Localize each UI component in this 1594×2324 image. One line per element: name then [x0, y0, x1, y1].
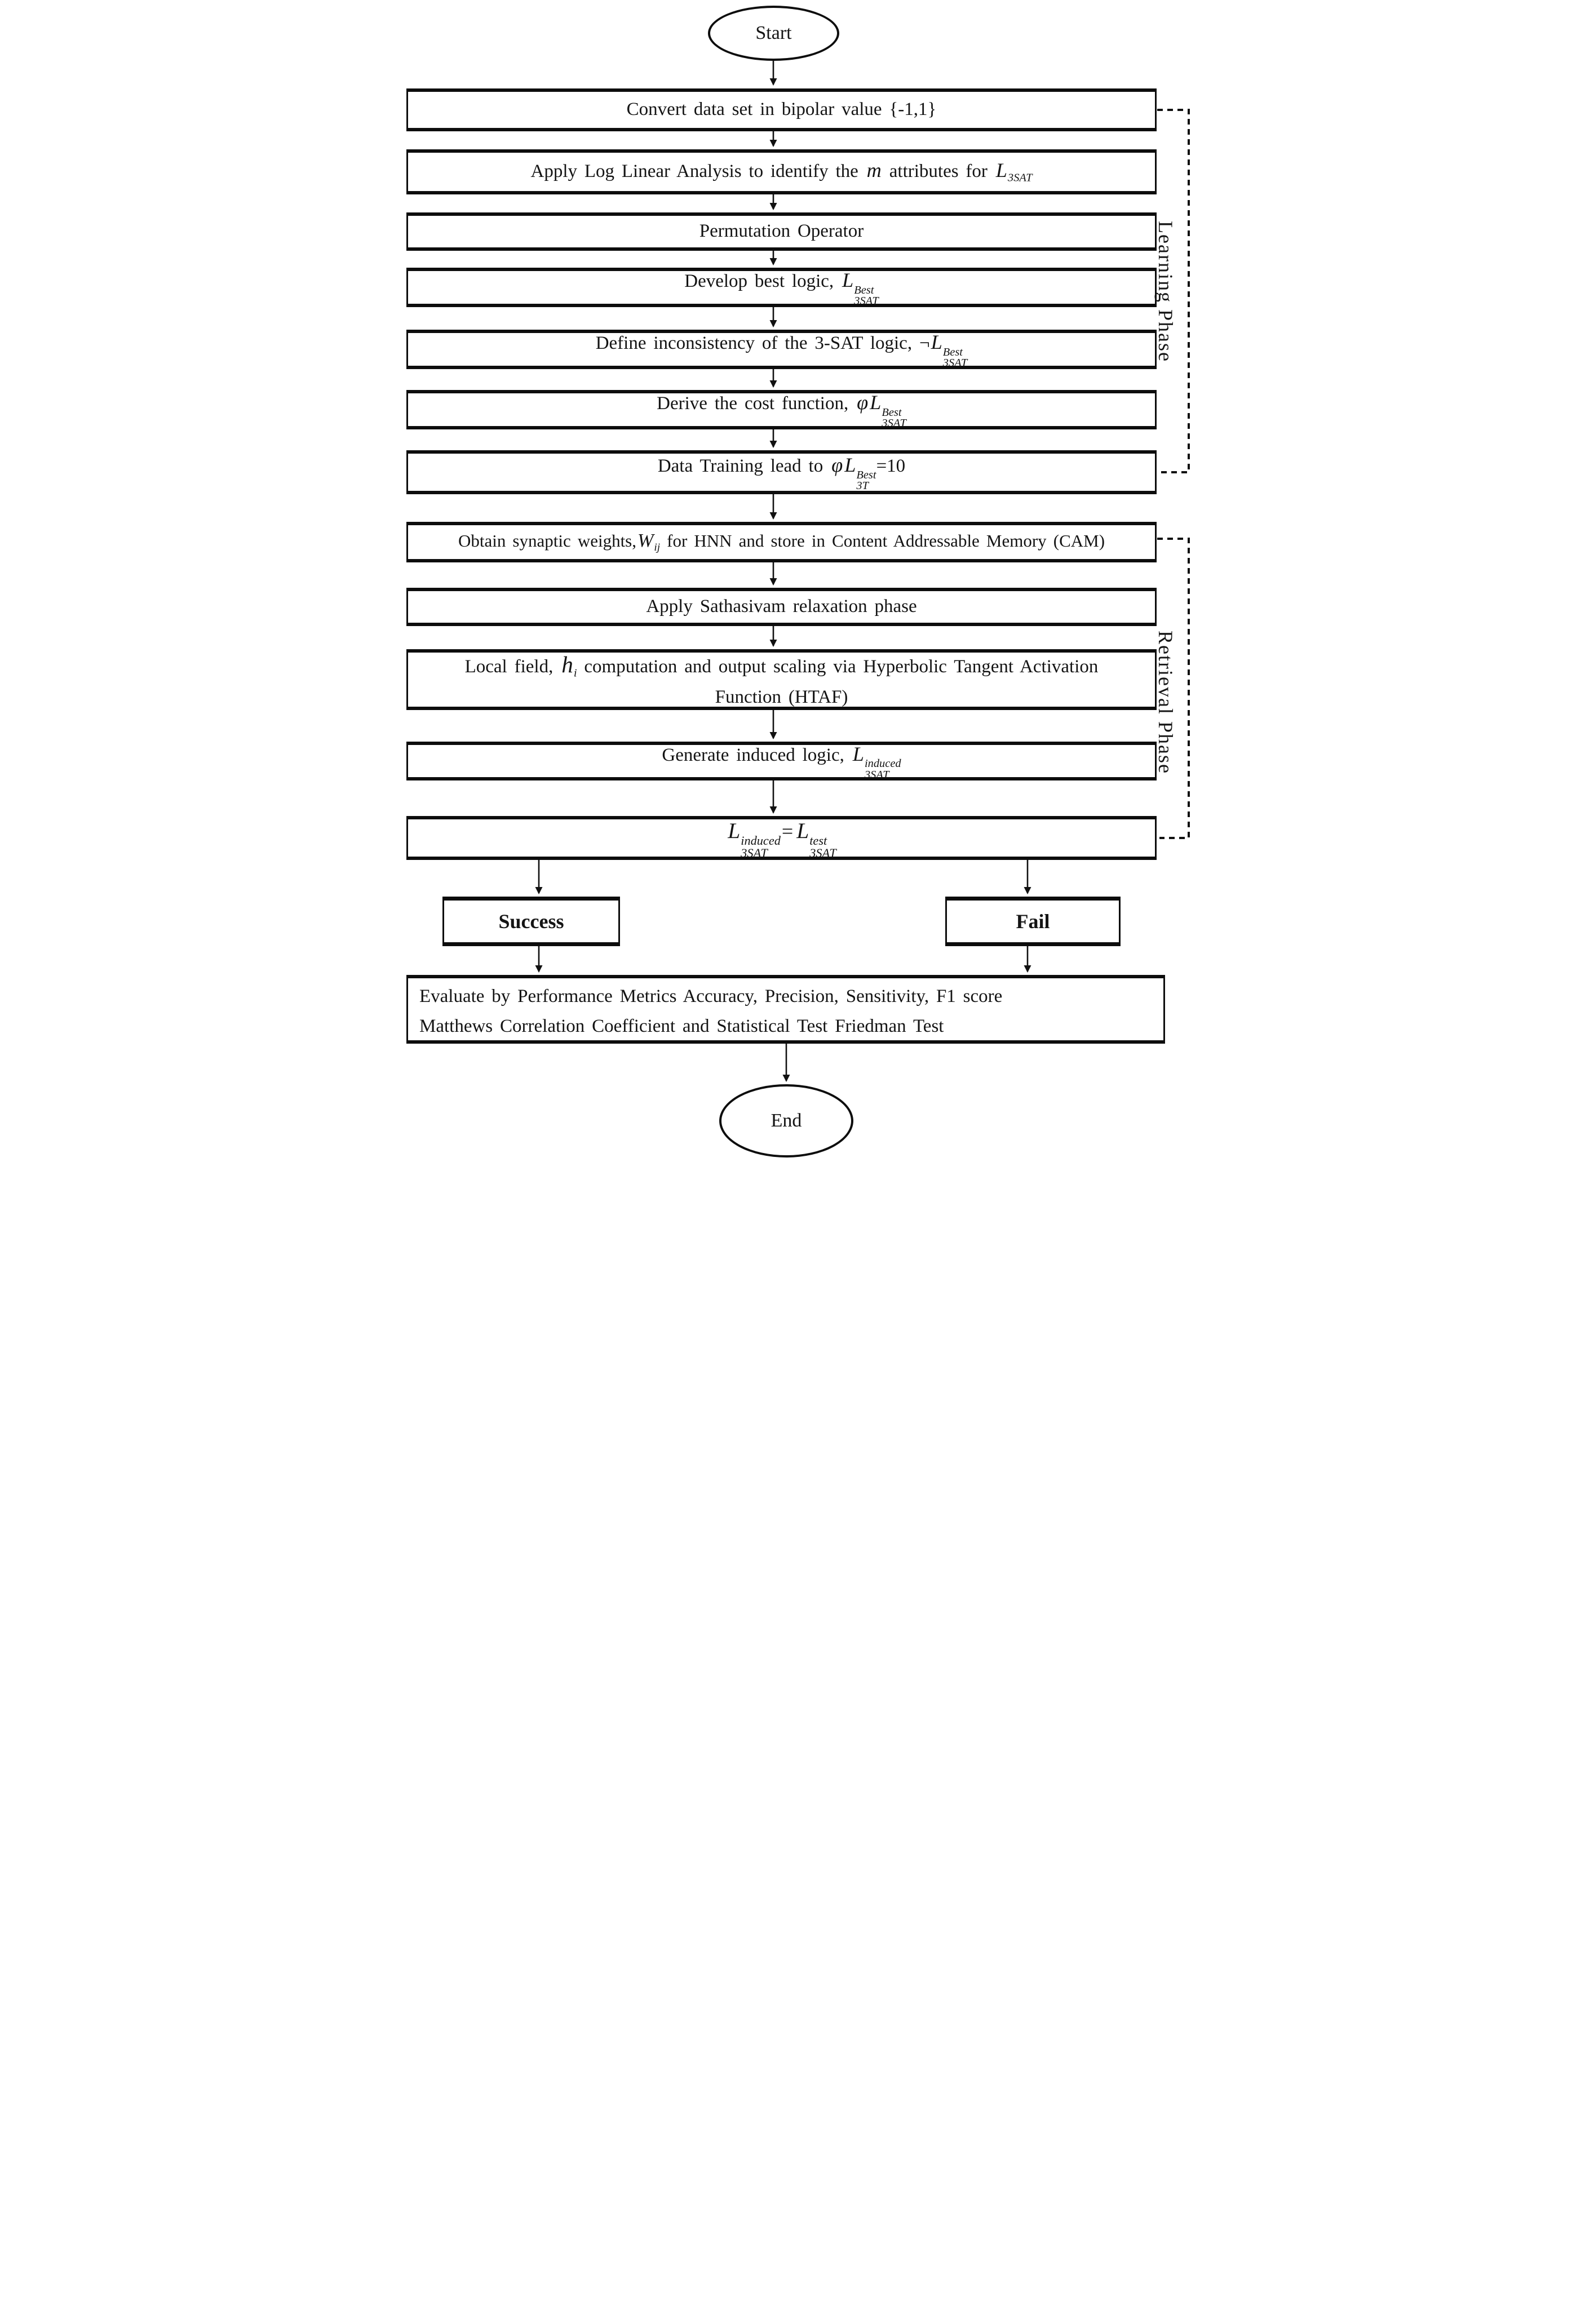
var-L: L — [842, 269, 854, 292]
convert-text: Convert data set in bipolar value {-1,1} — [626, 99, 937, 120]
node-success: Success — [442, 897, 620, 946]
var-L: L — [870, 391, 882, 414]
evaluate-line1: Evaluate by Performance Metrics Accuracy… — [419, 986, 1003, 1006]
retrieval-phase-text: Retrieval Phase — [1154, 630, 1177, 774]
evaluate-line2: Matthews Correlation Coefficient and Sta… — [419, 1015, 944, 1036]
equals-ten: =10 — [876, 456, 906, 477]
localfield-line2: Function (HTAF) — [715, 687, 848, 708]
sub-i: i — [573, 667, 577, 680]
node-obtain-synaptic-weights: Obtain synaptic weights,Wij for HNN and … — [406, 522, 1157, 562]
node-define-inconsistency: Define inconsistency of the 3-SAT logic,… — [406, 330, 1157, 369]
node-end: End — [719, 1084, 853, 1157]
start-label: Start — [755, 23, 792, 43]
var-L: L — [796, 818, 809, 844]
flowchart-canvas: Start Convert data set in bipolar value … — [398, 0, 1196, 1162]
var-L: L — [852, 742, 864, 765]
node-start: Start — [708, 6, 839, 61]
var-phi: φ — [857, 391, 869, 414]
var-m: m — [866, 159, 882, 182]
node-evaluate-metrics: Evaluate by Performance Metrics Accuracy… — [406, 975, 1165, 1044]
node-convert-bipolar: Convert data set in bipolar value {-1,1} — [406, 88, 1157, 131]
define-text: Define inconsistency of the 3-SAT logic,… — [595, 331, 968, 370]
node-log-linear-analysis: Apply Log Linear Analysis to identify th… — [406, 149, 1157, 194]
var-W: W — [637, 530, 654, 552]
learning-phase-text: Learning Phase — [1154, 220, 1177, 362]
sub-ij: ij — [654, 542, 661, 554]
node-local-field-htaf: Local field, hi computation and output s… — [406, 649, 1157, 710]
equals-sign: = — [781, 820, 794, 843]
var-L: L — [995, 159, 1007, 182]
node-sathasivam-relaxation: Apply Sathasivam relaxation phase — [406, 588, 1157, 626]
var-L: L — [931, 331, 942, 354]
sub-3sat: 3SAT — [1007, 172, 1033, 185]
localfield-text: Local field, hi computation and output s… — [464, 651, 1099, 708]
node-fail: Fail — [945, 897, 1121, 946]
var-L: L — [844, 454, 856, 477]
loglinear-text: Apply Log Linear Analysis to identify th… — [530, 159, 1033, 185]
permutation-text: Permutation Operator — [699, 221, 864, 242]
fail-label: Fail — [1016, 910, 1050, 933]
var-phi: φ — [831, 454, 843, 477]
node-permutation-operator: Permutation Operator — [406, 212, 1157, 251]
label-learning-phase: Learning Phase — [1150, 176, 1181, 407]
success-label: Success — [498, 910, 564, 933]
negation-symbol: ¬ — [919, 333, 930, 354]
relaxation-text: Apply Sathasivam relaxation phase — [646, 596, 917, 617]
label-retrieval-phase: Retrieval Phase — [1150, 586, 1181, 818]
var-L: L — [728, 818, 741, 844]
var-h: h — [561, 651, 573, 678]
end-label: End — [771, 1110, 802, 1131]
weights-text: Obtain synaptic weights,Wij for HNN and … — [458, 530, 1105, 554]
